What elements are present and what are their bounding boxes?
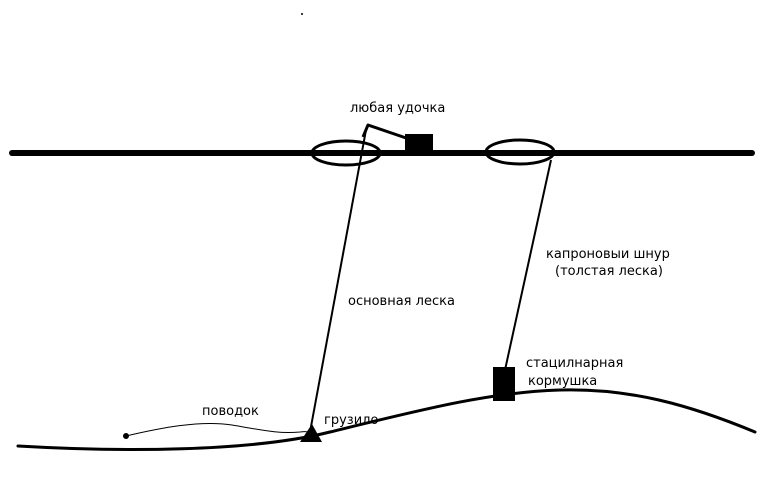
right-ring: [484, 138, 556, 166]
rod-reel-icon: [405, 134, 433, 152]
cord-label-line1: капроновыи шнур: [546, 247, 670, 262]
hook-dot-icon: [123, 433, 129, 439]
cord-label-line2: (толстая леска): [555, 264, 663, 279]
sinker-label: грузило: [324, 413, 379, 428]
left-ring: [310, 139, 382, 167]
bottom-curve: [16, 388, 757, 451]
main-line: [309, 129, 367, 433]
stray-dot: [301, 13, 303, 15]
feeder-label-line1: стацилнарная: [526, 356, 624, 371]
leader-label: поводок: [202, 404, 259, 419]
nylon-cord: [504, 159, 552, 371]
leader-line: [125, 422, 311, 437]
feeder-label-line2: кормушка: [528, 374, 598, 389]
rod-label: любая удочка: [350, 101, 446, 116]
feeder-icon: [493, 367, 515, 401]
rod-icon: [361, 123, 410, 141]
main-line-label: основная леска: [348, 294, 455, 309]
sinker-icon: [300, 424, 322, 442]
